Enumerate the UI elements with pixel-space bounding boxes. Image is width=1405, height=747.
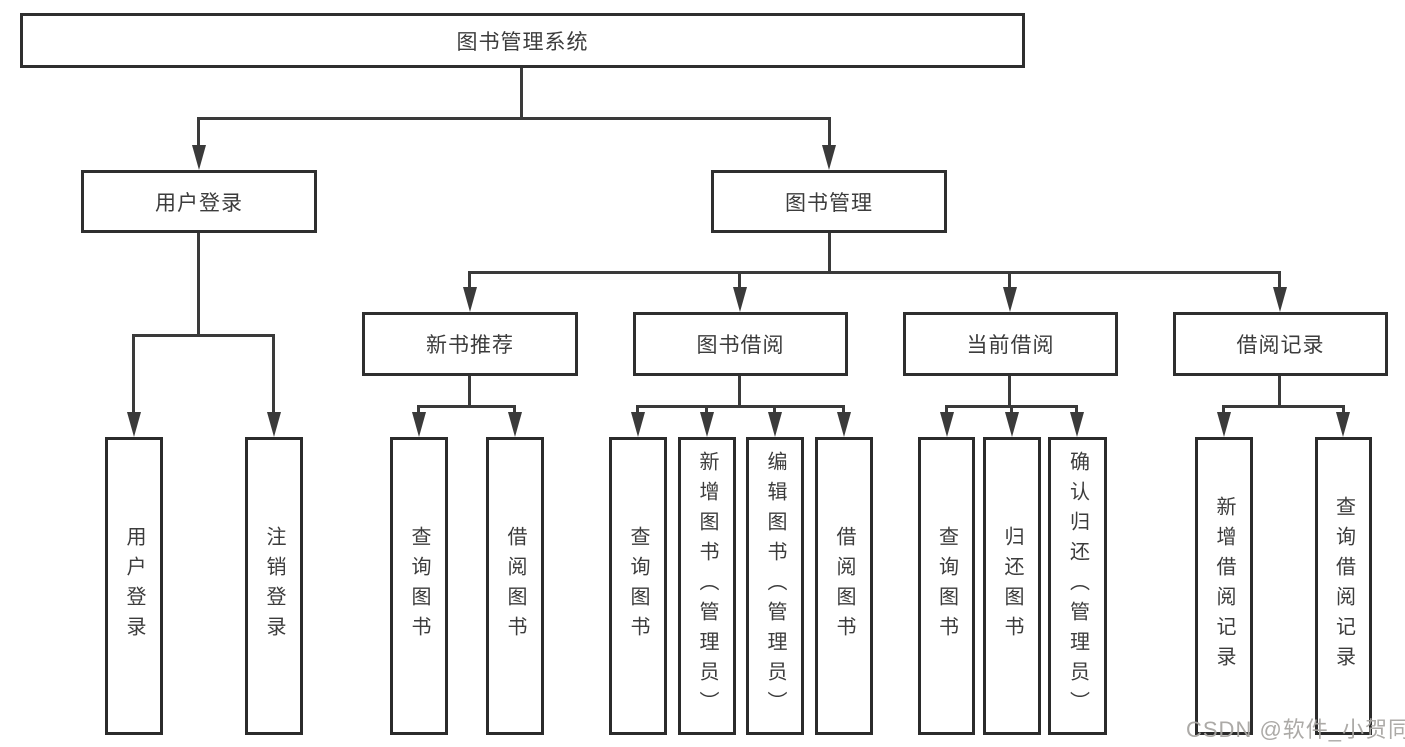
connector-line-horizontal — [945, 405, 1078, 408]
leaf-cb-return-books-label: 归还图书 — [1001, 526, 1023, 646]
watermark: CSDN @软件_小贺同学 — [1186, 717, 1405, 742]
connector-line-vertical — [636, 405, 639, 415]
connector-line-horizontal — [636, 405, 845, 408]
connector-line-vertical — [1342, 405, 1345, 415]
leaf-user-login-label: 用户登录 — [123, 526, 145, 646]
leaf-bb-borrow-books: 借阅图书 — [815, 437, 873, 735]
node-root: 图书管理系统 — [20, 13, 1025, 68]
leaf-br-add-record-label: 新增借阅记录 — [1213, 496, 1235, 676]
arrow-down-icon — [508, 412, 522, 437]
connector-line-vertical — [468, 376, 471, 408]
connector-line-vertical — [828, 117, 831, 148]
connector-line-vertical — [197, 117, 200, 148]
node-borrowing-records: 借阅记录 — [1173, 312, 1388, 376]
connector-line-vertical — [1008, 376, 1011, 408]
leaf-bb-add-books-admin-label: 新增图书（管理员） — [696, 451, 718, 721]
arrow-down-icon — [1005, 412, 1019, 437]
leaf-nb-query-books-label: 查询图书 — [408, 526, 430, 646]
node-user-login: 用户登录 — [81, 170, 317, 233]
connector-line-vertical — [1278, 376, 1281, 408]
leaf-cb-return-books: 归还图书 — [983, 437, 1041, 735]
node-user-login-label: 用户登录 — [155, 191, 243, 215]
node-root-label: 图书管理系统 — [456, 30, 589, 54]
leaf-bb-edit-books-admin-label: 编辑图书（管理员） — [764, 451, 786, 721]
arrow-down-icon — [822, 145, 836, 170]
connector-line-vertical — [132, 334, 135, 415]
arrow-down-icon — [700, 412, 714, 437]
leaf-logout-label: 注销登录 — [263, 526, 285, 646]
arrow-down-icon — [631, 412, 645, 437]
connector-line-vertical — [1222, 405, 1225, 415]
arrow-down-icon — [733, 287, 747, 312]
node-book-borrowing-label: 图书借阅 — [696, 334, 785, 357]
arrow-down-icon — [837, 412, 851, 437]
connector-line-horizontal — [197, 117, 831, 120]
leaf-nb-borrow-books: 借阅图书 — [486, 437, 544, 735]
connector-line-vertical — [1008, 271, 1011, 290]
connector-line-vertical — [520, 68, 523, 120]
connector-line-vertical — [738, 271, 741, 290]
leaf-nb-borrow-books-label: 借阅图书 — [504, 526, 526, 646]
arrow-down-icon — [1217, 412, 1231, 437]
connector-line-vertical — [1075, 405, 1078, 415]
arrow-down-icon — [1070, 412, 1084, 437]
leaf-bb-query-books-label: 查询图书 — [627, 526, 649, 646]
arrow-down-icon — [127, 412, 141, 437]
arrow-down-icon — [463, 287, 477, 312]
arrow-down-icon — [267, 412, 281, 437]
connector-line-vertical — [828, 233, 831, 274]
connector-line-vertical — [272, 334, 275, 415]
arrow-down-icon — [768, 412, 782, 437]
node-borrowing-records-label: 借阅记录 — [1236, 334, 1325, 357]
connector-line-horizontal — [1222, 405, 1345, 408]
leaf-cb-query-books-label: 查询图书 — [935, 526, 958, 646]
connector-line-vertical — [842, 405, 845, 415]
connector-line-vertical — [945, 405, 948, 415]
node-new-book-recommend: 新书推荐 — [362, 312, 578, 376]
arrow-down-icon — [1003, 287, 1017, 312]
node-book-borrowing: 图书借阅 — [633, 312, 848, 376]
arrow-down-icon — [412, 412, 426, 437]
leaf-logout: 注销登录 — [245, 437, 303, 735]
connector-line-vertical — [738, 376, 741, 408]
connector-line-horizontal — [417, 405, 516, 408]
arrow-down-icon — [192, 145, 206, 170]
connector-line-vertical — [705, 405, 708, 415]
leaf-bb-add-books-admin: 新增图书（管理员） — [678, 437, 736, 735]
connector-line-vertical — [1278, 271, 1281, 290]
connector-line-vertical — [773, 405, 776, 415]
arrow-down-icon — [1273, 287, 1287, 312]
leaf-bb-borrow-books-label: 借阅图书 — [833, 526, 855, 646]
leaf-br-query-record: 查询借阅记录 — [1315, 437, 1372, 735]
leaf-cb-confirm-return-admin: 确认归还（管理员） — [1048, 437, 1107, 735]
connector-line-horizontal — [468, 271, 1281, 274]
leaf-bb-query-books: 查询图书 — [609, 437, 667, 735]
leaf-nb-query-books: 查询图书 — [390, 437, 448, 735]
leaf-user-login: 用户登录 — [105, 437, 163, 735]
leaf-bb-edit-books-admin: 编辑图书（管理员） — [746, 437, 804, 735]
connector-line-vertical — [468, 271, 471, 290]
leaf-cb-confirm-return-admin-label: 确认归还（管理员） — [1066, 451, 1089, 721]
connector-line-vertical — [1010, 405, 1013, 415]
leaf-cb-query-books: 查询图书 — [918, 437, 975, 735]
connector-line-horizontal — [132, 334, 275, 337]
arrow-down-icon — [940, 412, 954, 437]
node-current-borrowing: 当前借阅 — [903, 312, 1118, 376]
leaf-br-query-record-label: 查询借阅记录 — [1332, 496, 1355, 676]
connector-line-vertical — [417, 405, 420, 415]
node-book-management: 图书管理 — [711, 170, 947, 233]
connector-line-vertical — [197, 233, 200, 337]
arrow-down-icon — [1336, 412, 1350, 437]
connector-line-vertical — [513, 405, 516, 415]
leaf-br-add-record: 新增借阅记录 — [1195, 437, 1253, 735]
node-current-borrowing-label: 当前借阅 — [966, 334, 1055, 357]
node-book-management-label: 图书管理 — [785, 191, 873, 215]
node-new-book-recommend-label: 新书推荐 — [426, 334, 514, 357]
